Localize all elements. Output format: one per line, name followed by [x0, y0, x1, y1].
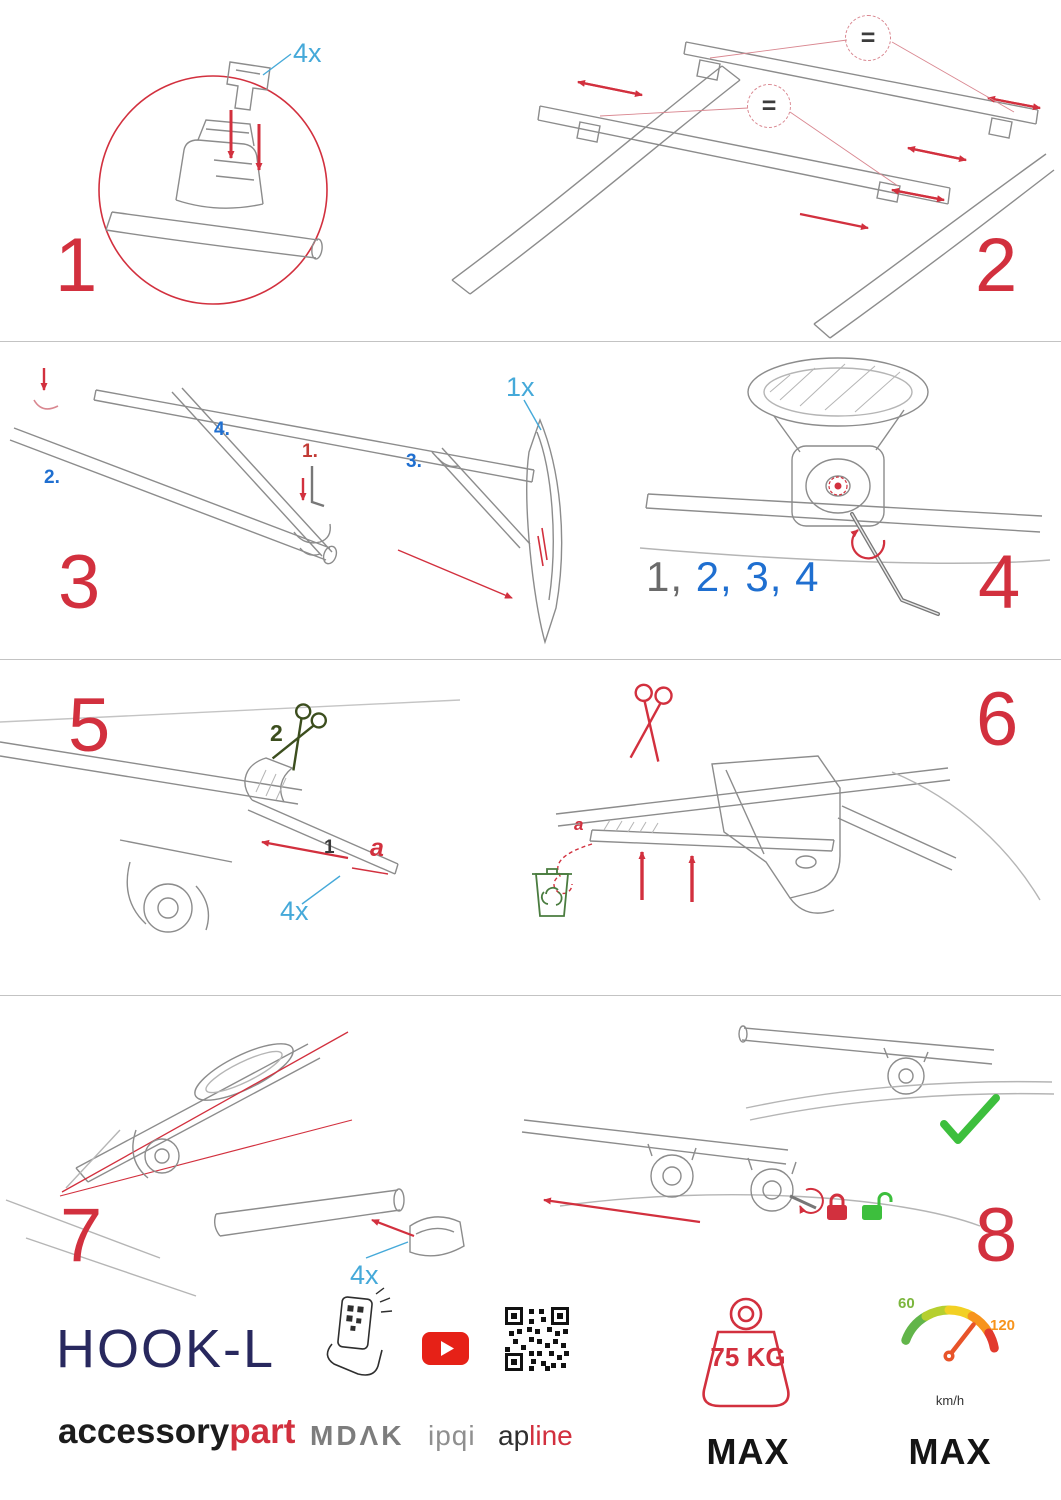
- sequence-first: 1,: [646, 553, 684, 600]
- step4-illustration: [639, 357, 1051, 616]
- step5-illustration: [0, 699, 461, 933]
- step-7-number: 7: [60, 1193, 103, 1278]
- max-speed-label: MAX: [908, 1431, 992, 1472]
- step1-illustration: [98, 53, 328, 305]
- speed-low-value: 60: [898, 1295, 915, 1312]
- step6-illustration: [532, 683, 1041, 917]
- lock-open-icon: [862, 1192, 893, 1220]
- step-8-number: 8: [975, 1193, 1018, 1278]
- logo-apline-line: line: [529, 1420, 573, 1451]
- speed-high-value: 120: [990, 1317, 1016, 1334]
- step-4-sequence: 1, 2, 3, 4: [646, 556, 819, 598]
- brand-logo: accessorypart: [58, 1414, 295, 1449]
- step-3-sublabel-4: 4.: [214, 419, 230, 440]
- step3-illustration: [9, 368, 563, 645]
- step-1-number: 1: [55, 223, 98, 308]
- step-7-quantity: 4x: [350, 1260, 379, 1290]
- step-3-sublabel-3: 3.: [406, 451, 422, 472]
- recycle-bin-icon: [532, 868, 572, 917]
- scissors-icon: [271, 703, 327, 771]
- step-5-pull-order: 1: [324, 837, 335, 858]
- equal-sign: =: [761, 91, 777, 120]
- speedometer-icon: [901, 1305, 999, 1362]
- logo-apline: apline: [498, 1422, 573, 1450]
- logo-ipqi: ipqi: [428, 1420, 476, 1451]
- weight-icon: [702, 1297, 790, 1408]
- step-4-number: 4: [978, 540, 1021, 625]
- step-5-number: 5: [68, 683, 111, 768]
- step-3-quantity: 1x: [506, 372, 535, 402]
- step-5-quantity: 4x: [280, 896, 309, 926]
- logo-mdak: MDΛK: [310, 1420, 405, 1451]
- step-5-cut-order: 2: [270, 720, 283, 746]
- qr-code-icon: [505, 1307, 569, 1371]
- step-1-quantity: 4x: [293, 38, 322, 68]
- equal-sign: =: [860, 23, 876, 52]
- step-2-number: 2: [975, 223, 1018, 308]
- brand-name-accessory: accessory: [58, 1412, 230, 1451]
- scissors-icon: [629, 683, 673, 762]
- step-3-number: 3: [58, 540, 101, 625]
- step-5-dimension: a: [370, 834, 384, 862]
- footer-icons: [326, 1287, 999, 1408]
- step7-illustration: [5, 1031, 465, 1297]
- phone-scan-icon: [326, 1287, 393, 1376]
- step8-illustration: [521, 1025, 1055, 1227]
- step-3-sublabel-2: 2.: [44, 467, 60, 488]
- product-name: HOOK-L: [56, 1319, 276, 1379]
- brand-name-part: part: [229, 1412, 296, 1451]
- equal-spacing-badge: =: [747, 84, 791, 128]
- youtube-icon: [422, 1332, 469, 1365]
- max-weight-label: MAX: [706, 1431, 790, 1472]
- section-divider: [0, 659, 1061, 660]
- step-6-dimension: a: [574, 815, 584, 834]
- logo-apline-ap: ap: [498, 1420, 530, 1451]
- step-6-number: 6: [976, 677, 1019, 762]
- lock-closed-icon: [827, 1193, 847, 1220]
- speed-unit-label: km/h: [935, 1393, 965, 1408]
- step-3-sublabel-1: 1.: [302, 441, 318, 462]
- sequence-rest: 2, 3, 4: [683, 553, 820, 600]
- section-divider: [0, 341, 1061, 342]
- max-weight-value: 75 KG: [710, 1342, 786, 1372]
- section-divider: [0, 995, 1061, 996]
- check-icon: [940, 1094, 1000, 1144]
- step2-illustration: [451, 39, 1055, 339]
- equal-spacing-badge: =: [845, 15, 891, 61]
